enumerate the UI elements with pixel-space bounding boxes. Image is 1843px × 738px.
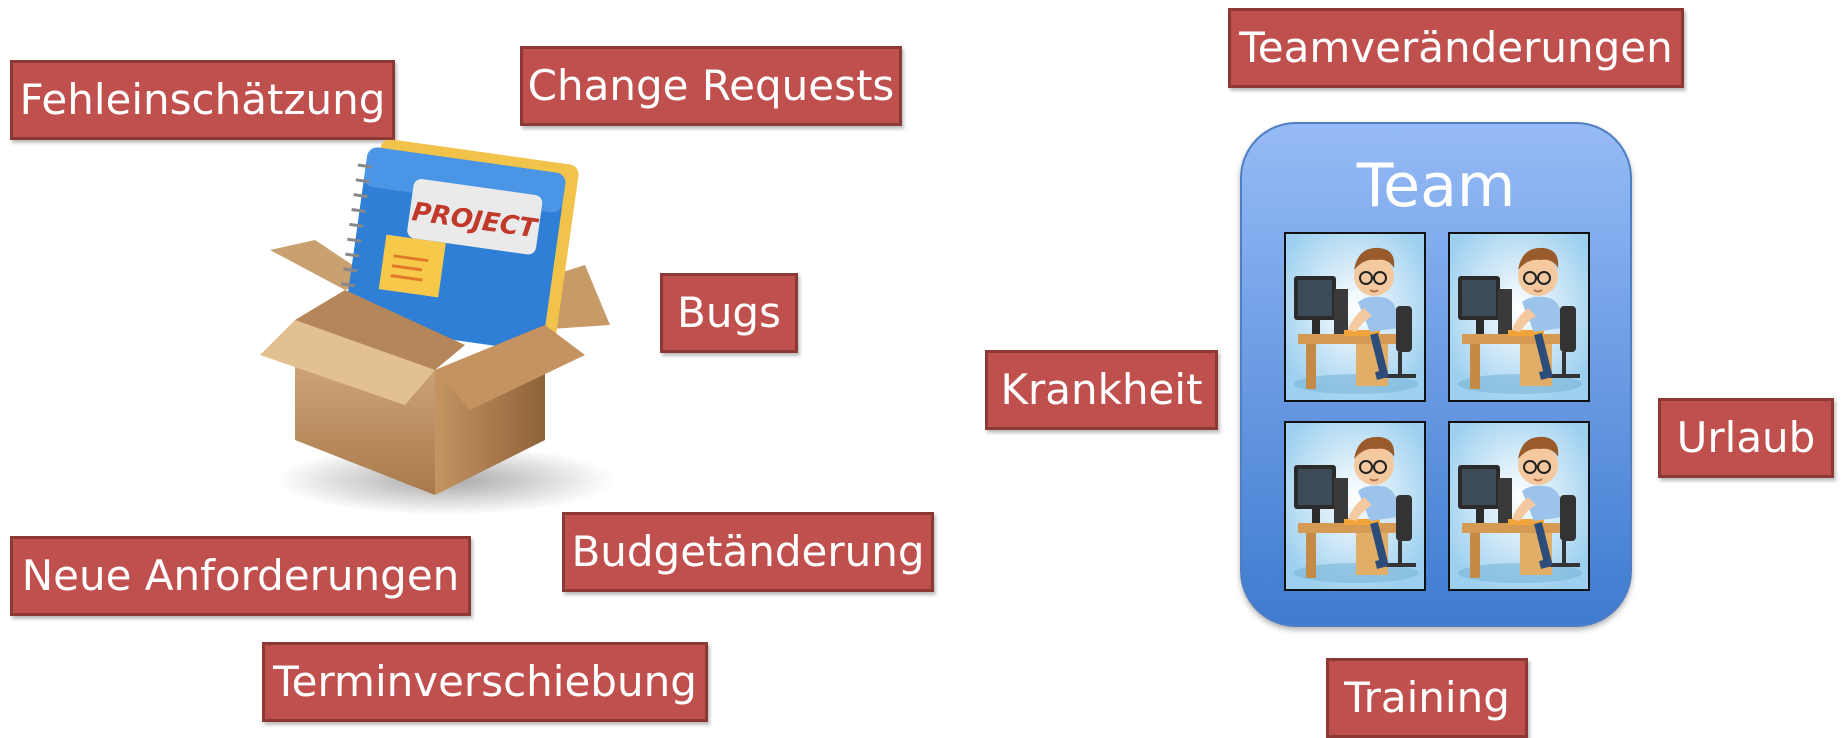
- label-terminverschiebung: Terminverschiebung: [262, 642, 708, 722]
- team-member-2: [1448, 232, 1590, 402]
- team-title: Team: [1356, 151, 1516, 221]
- team-panel: Team: [1240, 122, 1632, 627]
- developer-at-desk-icon: [1450, 234, 1588, 400]
- developer-at-desk-icon: [1450, 423, 1588, 589]
- label-bugs: Bugs: [660, 273, 798, 353]
- team-member-3: [1284, 421, 1426, 591]
- team-member-1: [1284, 232, 1426, 402]
- label-urlaub: Urlaub: [1658, 398, 1834, 478]
- label-krankheit: Krankheit: [985, 350, 1218, 430]
- label-teamveraenderungen: Teamveränderungen: [1228, 8, 1684, 88]
- project-box-icon: PROJECT: [260, 140, 615, 515]
- label-budgetaenderung: Budgetänderung: [562, 512, 934, 592]
- label-training: Training: [1326, 658, 1528, 738]
- label-neue-anforderungen: Neue Anforderungen: [10, 536, 471, 616]
- developer-at-desk-icon: [1286, 234, 1424, 400]
- label-fehleinschaetzung: Fehleinschätzung: [10, 60, 395, 140]
- label-change-requests: Change Requests: [520, 46, 902, 126]
- developer-at-desk-icon: [1286, 423, 1424, 589]
- team-member-4: [1448, 421, 1590, 591]
